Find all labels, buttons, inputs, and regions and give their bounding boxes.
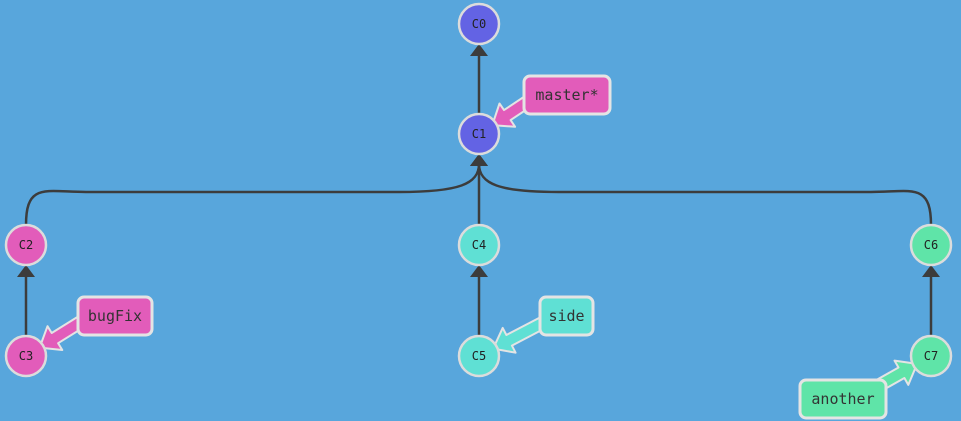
commit-label: C0: [472, 17, 486, 31]
commit-label: C4: [472, 238, 486, 252]
commit-label: C6: [924, 238, 938, 252]
branch-label-side[interactable]: side: [538, 295, 595, 337]
commit-node-c3[interactable]: C3: [4, 334, 48, 378]
commit-label: C2: [19, 238, 33, 252]
branch-name: another: [811, 390, 874, 408]
commit-node-c6[interactable]: C6: [909, 223, 953, 267]
commit-node-c2[interactable]: C2: [4, 223, 48, 267]
edge-c5-c4: [470, 265, 488, 336]
edge-c1-c0: [470, 44, 488, 114]
branch-labels-layer: master* bugFix side another: [76, 74, 888, 420]
branch-name: side: [548, 307, 584, 325]
branch-name: master*: [535, 86, 598, 104]
edge-c2-c1: [24, 154, 488, 226]
branch-label-bugfix[interactable]: bugFix: [76, 295, 154, 337]
edge-arrowhead: [470, 44, 488, 56]
commit-label: C5: [472, 349, 486, 363]
commit-node-c5[interactable]: C5: [457, 334, 501, 378]
edge-arrowhead: [17, 265, 35, 277]
commit-node-c7[interactable]: C7: [909, 334, 953, 378]
edge-arrowhead: [470, 265, 488, 277]
commit-label: C7: [924, 349, 938, 363]
edges-layer: [17, 44, 940, 336]
edge-c6-c1: [470, 154, 933, 226]
commit-node-c1[interactable]: C1: [457, 112, 501, 156]
branch-name: bugFix: [88, 307, 142, 325]
commit-label: C1: [472, 127, 486, 141]
edge-arrowhead: [470, 154, 488, 166]
commit-node-c0[interactable]: C0: [457, 2, 501, 46]
edge-arrowhead: [922, 265, 940, 277]
branch-label-another[interactable]: another: [798, 378, 888, 420]
edge-c3-c2: [17, 265, 35, 336]
branch-label-master[interactable]: master*: [522, 74, 612, 116]
edge-c7-c6: [922, 265, 940, 336]
commit-label: C3: [19, 349, 33, 363]
commit-node-c4[interactable]: C4: [457, 223, 501, 267]
